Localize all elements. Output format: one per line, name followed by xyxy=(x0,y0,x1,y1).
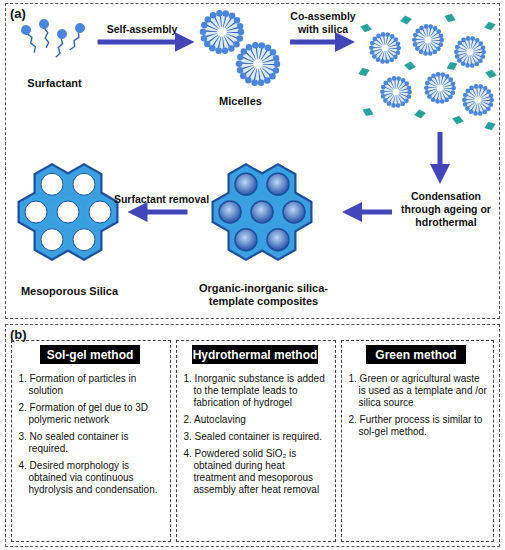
stage-box: Organic-inorganic silica-template compos… xyxy=(188,158,340,308)
step-label: Condensation through ageing or hdrotherm… xyxy=(393,190,499,229)
method-step: 1. Formation of particles in solution xyxy=(19,373,165,397)
micelle xyxy=(426,74,453,101)
method-step: 4. Powdered solid SiO₂ is obtained durin… xyxy=(184,448,330,496)
stage-caption: Surfactant xyxy=(27,77,81,90)
silica-particle xyxy=(403,61,416,72)
step-label: Co-assembly with silica xyxy=(286,10,360,36)
silica-particle xyxy=(399,15,412,26)
panel-frame: (b)1. Formation of particles in solution… xyxy=(5,324,500,547)
silica-particle xyxy=(484,68,498,80)
stage-box: Surfactant xyxy=(12,14,98,90)
method-heading: Sol-gel method xyxy=(40,345,140,364)
stage-caption: Organic-inorganic silica-template compos… xyxy=(188,282,340,308)
method-step: 1. Inorganic substance is added to the t… xyxy=(184,373,330,409)
micelle-silica-mixture xyxy=(357,12,498,133)
silica-particle xyxy=(443,12,457,25)
mesoporous-honeycomb xyxy=(20,166,116,258)
micelle xyxy=(414,26,441,53)
method-column: 1. Formation of particles in solution 2. … xyxy=(11,340,171,542)
micelle xyxy=(464,86,491,113)
panel-frame: (a) SurfactantMicellesOrganic-inorganic s… xyxy=(5,3,500,319)
composite-honeycomb xyxy=(214,166,310,258)
micelle xyxy=(371,34,398,61)
method-heading: Green method xyxy=(366,345,466,364)
silica-particle xyxy=(483,120,497,133)
silica-particle xyxy=(445,59,460,72)
surfactant-molecule xyxy=(51,28,68,59)
method-step: 2. Formation of gel due to 3D polymeric … xyxy=(19,402,165,426)
stage-box: Mesoporous Silica xyxy=(12,158,128,298)
method-step: 4. Desired morphology is obtained via co… xyxy=(19,460,165,496)
method-title: Sol-gel method xyxy=(47,348,134,362)
flow-arrow xyxy=(98,40,187,45)
surfactant-molecule xyxy=(20,24,39,55)
method-title: Green method xyxy=(375,348,456,362)
surfactant-molecule xyxy=(39,19,51,49)
micelle xyxy=(203,13,241,51)
micelle xyxy=(382,78,409,105)
stage-box: Micelles xyxy=(195,4,287,108)
process-arrow xyxy=(290,40,347,45)
arrow-label: Self-assembly xyxy=(96,23,188,36)
method-column: 1. Green or agricultural waste is used a… xyxy=(341,340,494,542)
silica-particle xyxy=(359,22,373,34)
method-step: 1. Green or agricultural waste is used a… xyxy=(349,373,488,409)
method-step: 2. Further process is similar to sol-gel… xyxy=(349,414,488,438)
method-step: 3. No sealed container is required. xyxy=(19,431,165,455)
micelle xyxy=(456,38,483,65)
silica-particle xyxy=(413,109,426,120)
process-arrow xyxy=(438,132,443,176)
method-step: 2. Autoclaving xyxy=(184,414,330,426)
surfactant-molecules xyxy=(20,19,87,59)
flow-arrow xyxy=(136,210,188,215)
silica-particle xyxy=(451,114,465,126)
stage-caption: Micelles xyxy=(219,95,262,108)
panel-tag: (a) xyxy=(6,4,499,21)
method-heading: Hydrothermal method xyxy=(192,345,318,364)
arrow-label: Surfactant removal xyxy=(102,193,222,206)
silica-particle xyxy=(357,66,371,79)
silica-particle xyxy=(361,105,376,118)
silica-particle xyxy=(483,20,497,32)
method-title: Hydrothermal method xyxy=(193,348,318,362)
stage-caption: Mesoporous Silica xyxy=(21,285,118,298)
method-step: 3. Sealed container is required. xyxy=(184,431,330,443)
surfactant-molecule xyxy=(65,21,86,52)
method-column: 1. Inorganic substance is added to the t… xyxy=(176,340,336,542)
micelle xyxy=(239,45,277,83)
process-arrow xyxy=(350,210,392,215)
